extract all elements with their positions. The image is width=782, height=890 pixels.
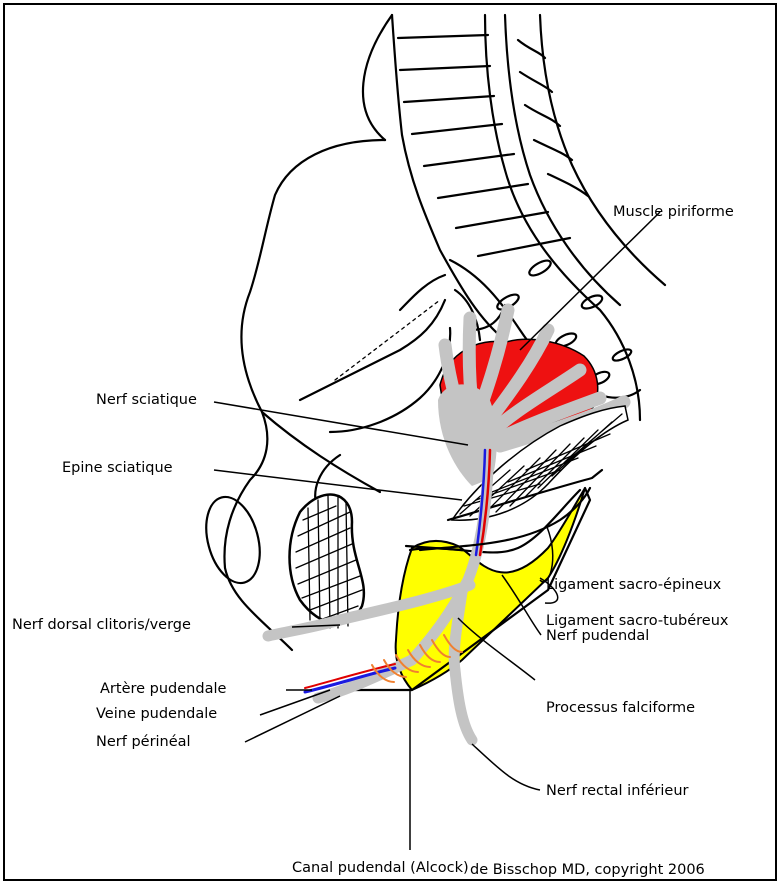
label-artere-pudendale: Artère pudendale (100, 681, 226, 697)
label-nerf-rectal-inferieur: Nerf rectal inférieur (546, 783, 689, 799)
labels: Muscle piriforme Nerf sciatique Epine sc… (12, 204, 734, 878)
credit: de Bisschop MD, copyright 2006 (470, 862, 705, 878)
label-canal-pudendal: Canal pudendal (Alcock) (292, 860, 469, 876)
label-muscle-piriforme: Muscle piriforme (613, 204, 734, 220)
label-epine-sciatique: Epine sciatique (62, 460, 173, 476)
label-nerf-pudendal: Nerf pudendal (546, 628, 649, 644)
label-processus-falciforme: Processus falciforme (546, 700, 695, 716)
label-ligament-sacro-epineux: Ligament sacro-épineux (546, 577, 722, 593)
label-nerf-perineal: Nerf périnéal (96, 734, 191, 750)
label-nerf-dorsal: Nerf dorsal clitoris/verge (12, 617, 191, 633)
obturator-foramen (290, 495, 364, 628)
label-nerf-sciatique: Nerf sciatique (96, 392, 197, 408)
label-ligament-sacro-tubereux: Ligament sacro-tubéreux (546, 613, 729, 629)
label-veine-pudendale: Veine pudendale (96, 706, 217, 722)
